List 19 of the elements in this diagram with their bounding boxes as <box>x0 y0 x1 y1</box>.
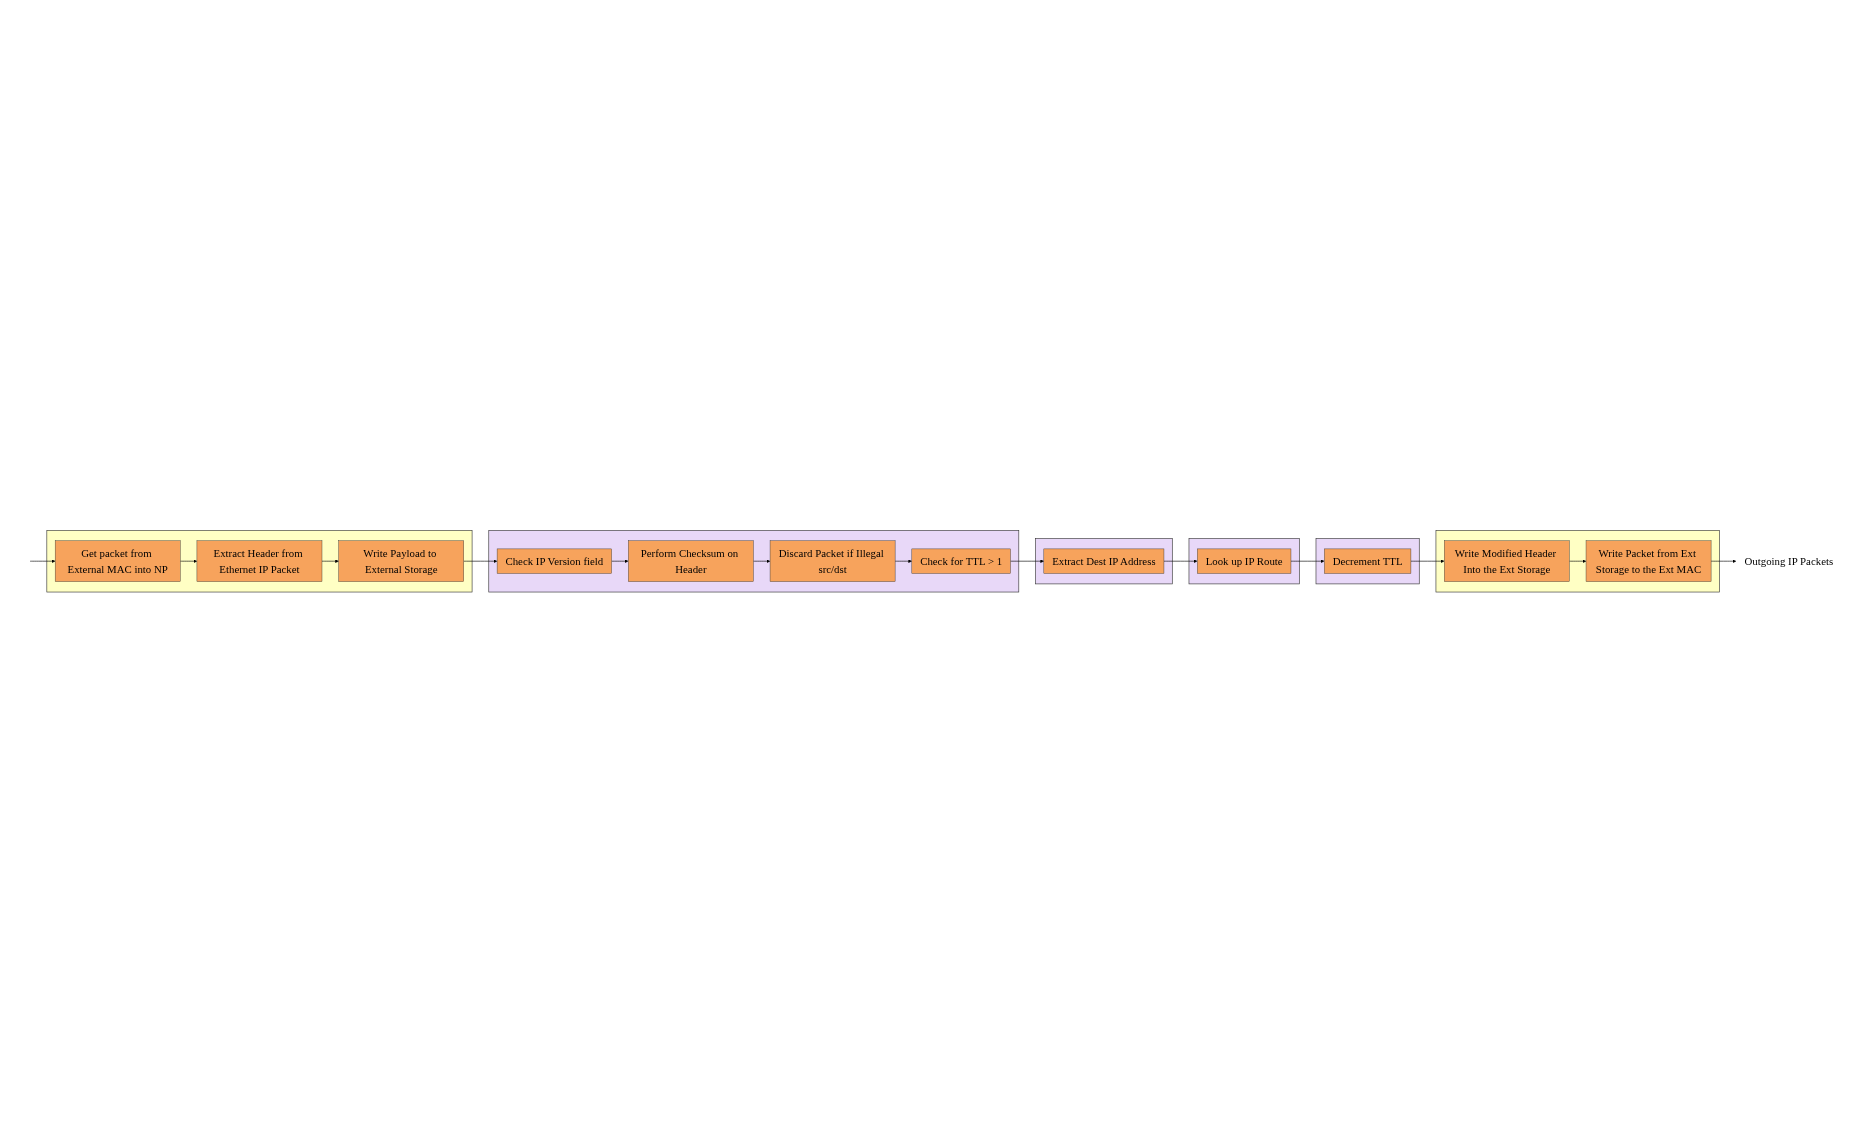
node-box: Extract Header from Ethernet IP Packet <box>196 540 323 583</box>
node-box: Write Modified Header Into the Ext Storage <box>1444 540 1570 583</box>
node-box: Check for TTL > 1 <box>911 549 1011 574</box>
cluster <box>488 530 1020 593</box>
cluster <box>1035 538 1173 585</box>
node-box: Decrement TTL <box>1324 549 1412 574</box>
node-box: Look up IP Route <box>1197 549 1292 574</box>
cluster <box>1315 538 1420 585</box>
node-box: Write Packet from Ext Storage to the Ext MAC <box>1585 540 1712 583</box>
node-box: Discard Packet if Illegal src/dst <box>769 540 896 583</box>
node-box: Check IP Version field <box>496 549 612 574</box>
cluster <box>1188 538 1300 585</box>
cluster <box>46 530 473 593</box>
node-text: Outgoing IP Packets <box>1744 555 1834 568</box>
node-box: Write Payload to External Storage <box>338 540 464 583</box>
node-box: Extract Dest IP Address <box>1043 549 1165 574</box>
node-box: Perform Checksum on Header <box>628 540 754 583</box>
node-box: Get packet from External MAC into NP <box>54 540 181 583</box>
cluster <box>1435 530 1720 593</box>
